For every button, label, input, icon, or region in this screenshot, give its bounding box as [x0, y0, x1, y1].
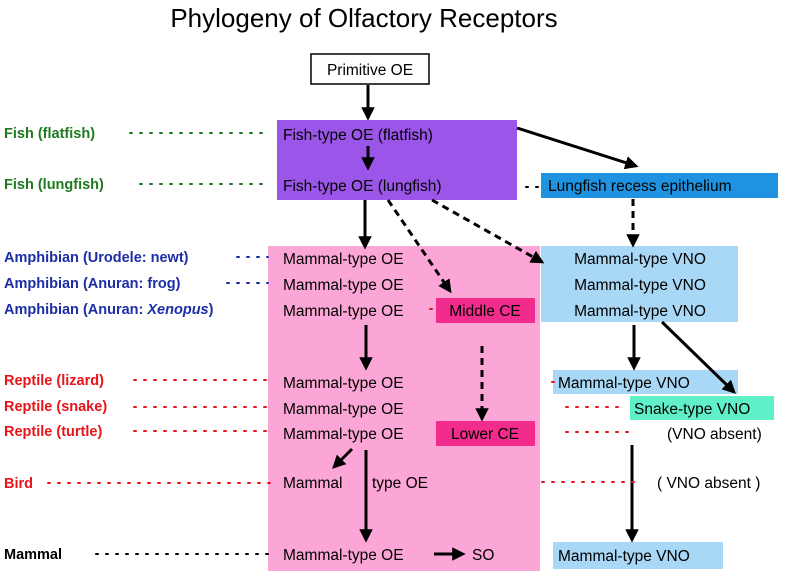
- dashed-arrows: [386, 198, 640, 422]
- node-vno-xenopus: Mammal-type VNO: [574, 303, 706, 320]
- arrow-flatfish-to-recess: [516, 126, 639, 170]
- node-oe-turtle: Mammal-type OE: [283, 426, 404, 443]
- middle-ce-box: [436, 298, 535, 323]
- node-oe-lizard: Mammal-type OE: [283, 375, 404, 392]
- node-oe-bird-left: Mammal: [283, 475, 342, 492]
- primitive-oe-box: [310, 53, 430, 85]
- label-amphibian-frog: Amphibian (Anuran: frog): [4, 276, 181, 292]
- dashed-arrow-to-middle-ce: [386, 199, 452, 294]
- solid-arrows: [332, 85, 736, 561]
- label-reptile-lizard: Reptile (lizard): [4, 373, 104, 389]
- node-vno-absent-turtle: (VNO absent): [667, 426, 762, 443]
- node-oe-snake: Mammal-type OE: [283, 401, 404, 418]
- fish-oe-region: [277, 120, 517, 200]
- node-vno-lizard: Mammal-type VNO: [558, 375, 690, 392]
- node-fish-oe-lungfish: Fish-type OE (lungfish): [283, 178, 442, 195]
- amphibian-vno-region: [541, 246, 738, 322]
- lizard-vno-box: [553, 370, 738, 394]
- label-xenopus-italic: Xenopus: [146, 302, 208, 318]
- lower-ce-box: [436, 421, 535, 446]
- node-oe-newt: Mammal-type OE: [283, 251, 404, 268]
- node-vno-absent-bird: ( VNO absent ): [657, 475, 760, 492]
- label-amphibian-newt: Amphibian (Urodele: newt): [4, 250, 189, 266]
- node-snake-vno: Snake-type VNO: [634, 401, 750, 418]
- node-oe-xenopus: Mammal-type OE: [283, 303, 404, 320]
- node-so: SO: [472, 547, 494, 564]
- primitive-oe-label: Primitive OE: [327, 62, 413, 79]
- label-reptile-turtle: Reptile (turtle): [4, 424, 102, 440]
- arrow-reptile-to-bird-oe: [332, 447, 354, 469]
- label-mammal: Mammal: [4, 547, 62, 563]
- right-leader-lines: [429, 186, 641, 483]
- node-lungfish-recess: Lungfish recess epithelium: [548, 178, 732, 195]
- label-amphibian-xenopus: Amphibian (Anuran: Xenopus): [4, 302, 214, 318]
- diagram-title: Phylogeny of Olfactory Receptors: [170, 3, 557, 33]
- lungfish-recess-box: [541, 173, 778, 198]
- node-lower-ce: Lower CE: [451, 426, 519, 443]
- node-oe-bird-right: type OE: [372, 475, 428, 492]
- node-vno-mammal: Mammal-type VNO: [558, 548, 690, 565]
- label-xenopus-prefix: Amphibian (Anuran:: [4, 302, 147, 318]
- label-xenopus-suffix: ): [209, 302, 214, 318]
- node-oe-frog: Mammal-type OE: [283, 277, 404, 294]
- node-vno-frog: Mammal-type VNO: [574, 277, 706, 294]
- node-vno-newt: Mammal-type VNO: [574, 251, 706, 268]
- label-reptile-snake: Reptile (snake): [4, 399, 107, 415]
- left-leader-lines: [47, 132, 275, 555]
- node-oe-mammal: Mammal-type OE: [283, 547, 404, 564]
- snake-vno-box: [630, 396, 774, 420]
- label-fish-flatfish: Fish (flatfish): [4, 126, 95, 142]
- label-fish-lungfish: Fish (lungfish): [4, 177, 104, 193]
- arrow-amphibian-to-snake-vno: [660, 320, 736, 394]
- mammal-vno-box: [553, 542, 723, 569]
- label-bird: Bird: [4, 476, 33, 492]
- dashed-arrow-to-amphibian-vno: [431, 198, 545, 264]
- node-middle-ce: Middle CE: [449, 303, 521, 320]
- node-fish-oe-flatfish: Fish-type OE (flatfish): [283, 127, 433, 144]
